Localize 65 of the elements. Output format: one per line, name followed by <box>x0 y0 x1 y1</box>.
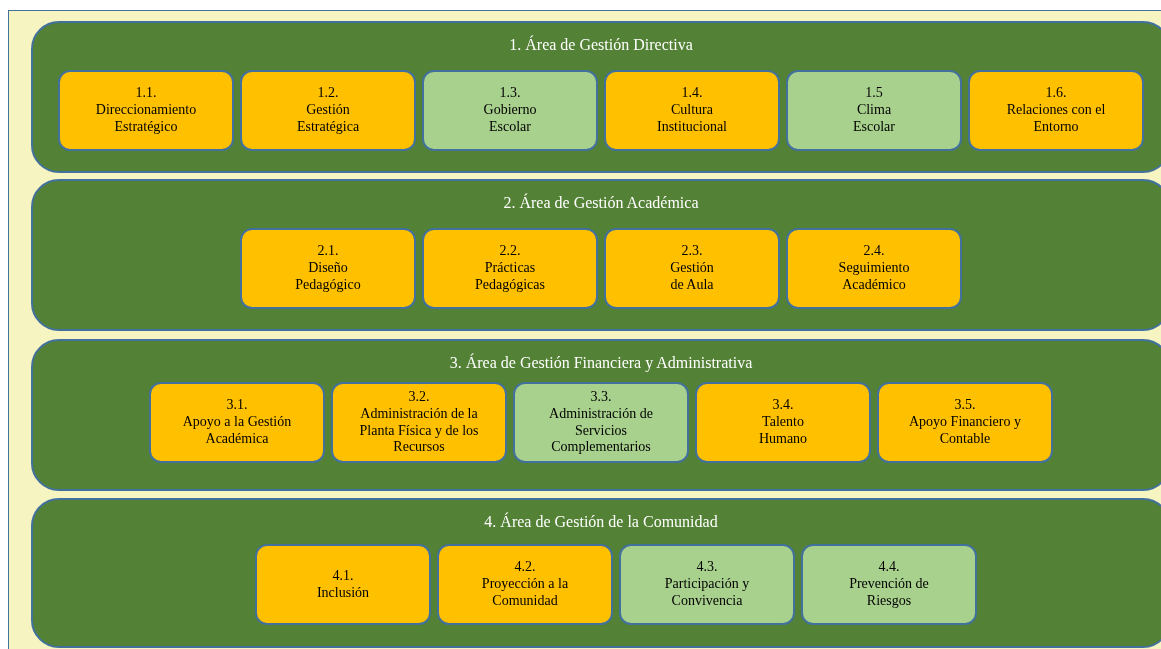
item-label: Gestión de Aula <box>669 260 715 294</box>
item-label: Clima Escolar <box>852 102 896 136</box>
item-label: Seguimiento Académico <box>837 260 911 294</box>
process-box <box>801 544 977 625</box>
item-label: Relaciones con el Entorno <box>1006 102 1106 136</box>
process-box <box>619 544 795 625</box>
item-label: Talento Humano <box>757 414 809 448</box>
item-label: Administración de la Planta Física y de los Recursos <box>358 405 480 457</box>
process-box <box>877 382 1053 463</box>
item-number: 3.1. <box>226 397 248 415</box>
item-number: 2.3. <box>681 243 703 261</box>
item-number: 1.3. <box>499 85 521 103</box>
area-band <box>31 339 1161 491</box>
area-title: 1. Área de Gestión Directiva <box>508 36 694 54</box>
area-title: 2. Área de Gestión Académica <box>502 194 700 212</box>
item-label: Gestión Estratégica <box>295 102 361 136</box>
item-label: Diseño Pedagógico <box>294 260 362 294</box>
item-number: 4.4. <box>878 559 900 577</box>
process-box <box>513 382 689 463</box>
process-box <box>786 70 962 151</box>
area-title: 3. Área de Gestión Financiera y Administrativa <box>448 354 754 372</box>
item-label: Apoyo a la Gestión Académica <box>181 414 293 448</box>
item-number: 1.5 <box>865 85 883 103</box>
item-number: 4.1. <box>332 567 354 585</box>
item-label: Participación y Convivencia <box>663 576 751 610</box>
process-box <box>786 228 962 309</box>
process-box <box>422 70 598 151</box>
process-box <box>255 544 431 625</box>
process-box <box>968 70 1144 151</box>
item-label: Cultura Institucional <box>656 102 728 136</box>
process-box <box>240 70 416 151</box>
item-number: 3.4. <box>772 397 794 415</box>
item-number: 2.1. <box>317 243 339 261</box>
area-band <box>31 21 1161 173</box>
process-box <box>149 382 325 463</box>
item-number: 1.4. <box>681 85 703 103</box>
process-box <box>437 544 613 625</box>
process-box <box>331 382 507 463</box>
item-number: 3.3. <box>590 388 612 406</box>
item-label: Apoyo Financiero y Contable <box>908 414 1022 448</box>
process-box <box>604 70 780 151</box>
item-number: 1.6. <box>1045 85 1067 103</box>
process-box <box>422 228 598 309</box>
item-label: Prevención de Riesgos <box>848 576 930 610</box>
area-title: 4. Área de Gestión de la Comunidad <box>483 513 719 531</box>
item-label: Proyección a la Comunidad <box>480 576 570 610</box>
process-box <box>240 228 416 309</box>
area-band <box>31 179 1161 331</box>
item-number: 2.2. <box>499 243 521 261</box>
item-number: 3.2. <box>408 388 430 406</box>
item-number: 1.2. <box>317 85 339 103</box>
item-number: 2.4. <box>863 243 885 261</box>
item-label: Direccionamiento Estratégico <box>94 102 198 136</box>
item-number: 4.3. <box>696 559 718 577</box>
process-box <box>604 228 780 309</box>
area-band <box>31 498 1161 648</box>
item-number: 1.1. <box>135 85 157 103</box>
item-label: Prácticas Pedagógicas <box>474 260 546 294</box>
item-label: Gobierno Escolar <box>482 102 538 136</box>
process-box <box>695 382 871 463</box>
item-number: 4.2. <box>514 559 536 577</box>
item-label: Administración de Servicios Complementarios <box>548 405 654 457</box>
process-box <box>58 70 234 151</box>
item-number: 3.5. <box>954 397 976 415</box>
item-label: Inclusión <box>316 584 370 602</box>
